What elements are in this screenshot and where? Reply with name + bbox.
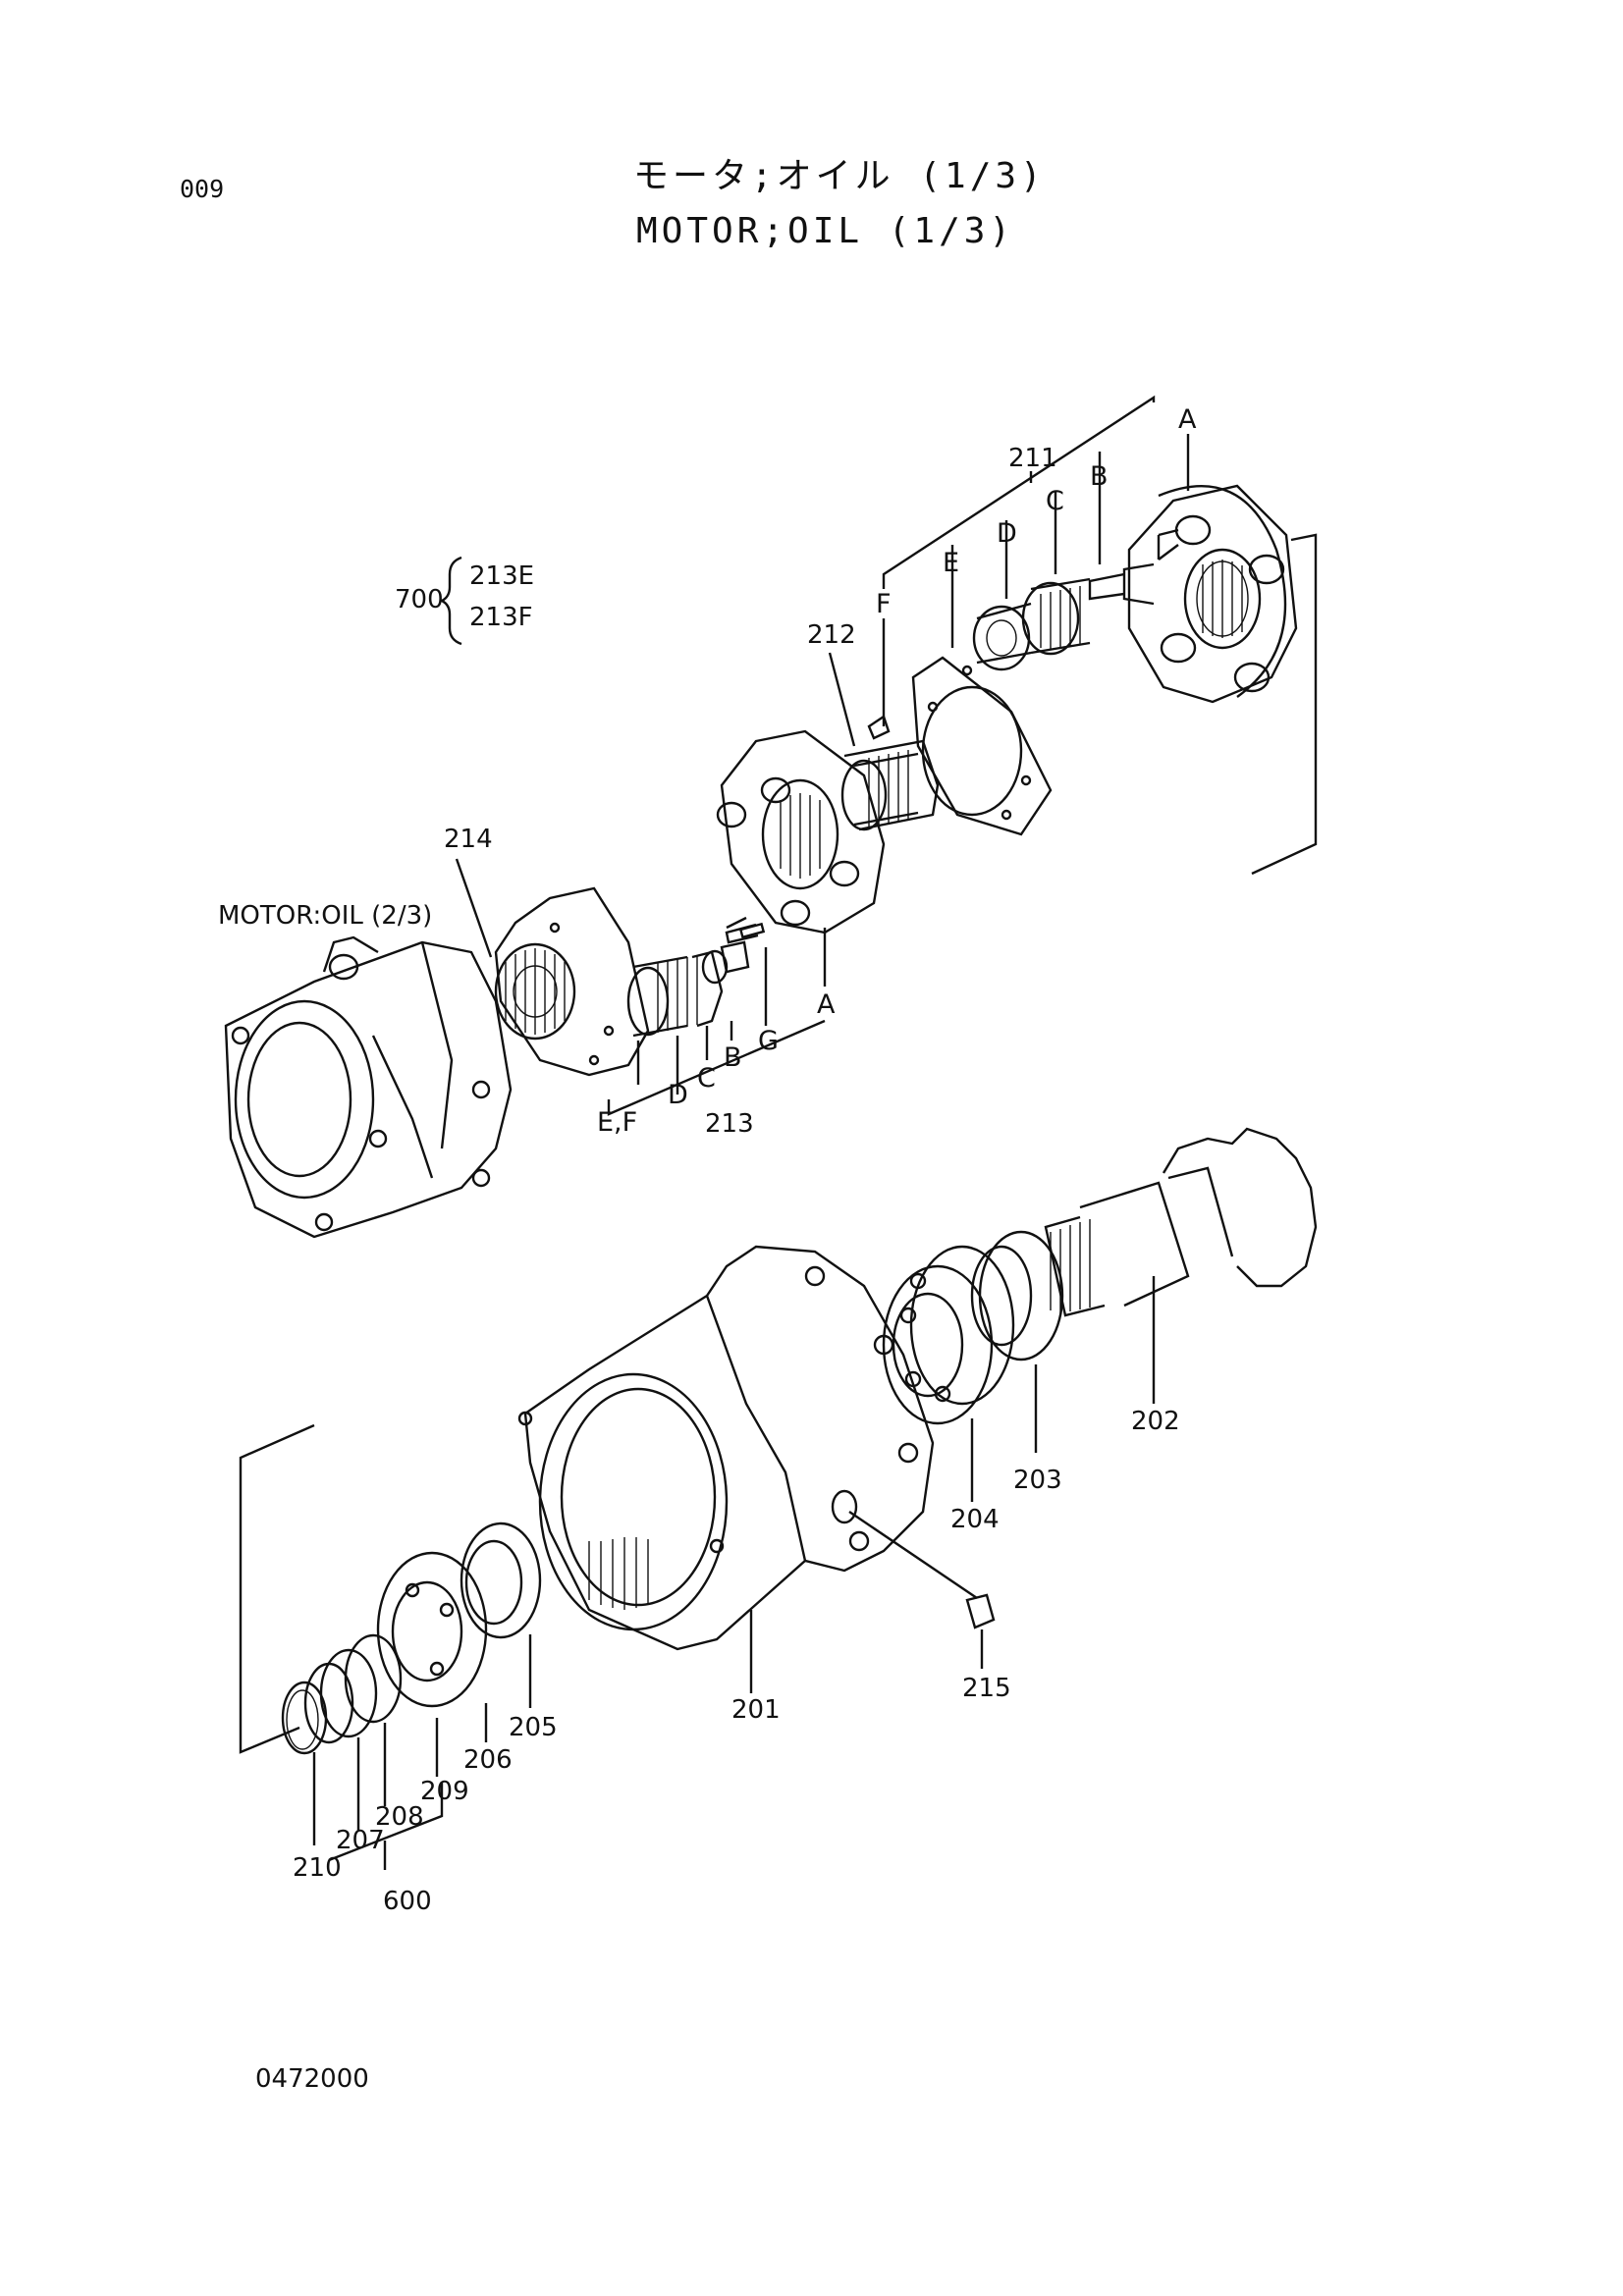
page-code: 009 (180, 175, 225, 203)
label-a-top: A (1178, 404, 1197, 435)
label-208: 208 (375, 1802, 424, 1832)
output-shaft-202-part (1044, 1127, 1318, 1317)
planet-gear-214-part (494, 886, 650, 1077)
label-207: 207 (336, 1826, 385, 1855)
kit-700-item-213f: 213F (469, 603, 533, 632)
collar-203-part (970, 1230, 1064, 1362)
leader-lines (239, 395, 1318, 1870)
thrust-plate-part (867, 656, 1053, 836)
label-c-top: C (1046, 486, 1064, 516)
label-203: 203 (1013, 1466, 1062, 1495)
label-213: 213 (705, 1109, 754, 1139)
housing-crossref-part (224, 935, 513, 1239)
label-210: 210 (293, 1853, 342, 1883)
kit-700-number: 700 (395, 585, 444, 614)
label-211: 211 (1008, 444, 1057, 473)
label-d-mid: D (668, 1080, 688, 1110)
snap-ring-210-part (281, 1681, 328, 1755)
plug-215-part (965, 1593, 996, 1629)
crossref-label: MOTOR:OIL (2/3) (218, 901, 433, 931)
label-212: 212 (807, 620, 856, 650)
label-g-mid: G (758, 1026, 779, 1056)
label-202: 202 (1131, 1407, 1180, 1436)
kit-700-item-213e: 213E (469, 561, 535, 591)
title-english: MOTOR;OIL (1/3) (636, 211, 1015, 251)
label-ef-mid: E,F (597, 1107, 638, 1138)
label-b-mid: B (724, 1042, 742, 1073)
drawing-number: 0472000 (255, 2064, 369, 2094)
label-214: 214 (444, 825, 493, 854)
title-japanese: モータ;オイル (1/3) (633, 156, 1046, 196)
label-c-mid: C (697, 1063, 716, 1094)
sun-gear-212-part (840, 739, 940, 831)
label-e-top: E (943, 548, 960, 578)
label-209: 209 (420, 1777, 469, 1806)
label-f-top: F (876, 589, 892, 619)
housing-201-part (517, 1245, 935, 1651)
label-d-top: D (997, 518, 1017, 549)
bearing-206-part (376, 1551, 488, 1708)
label-215: 215 (962, 1674, 1011, 1703)
seal-205-part (460, 1522, 542, 1639)
label-201: 201 (731, 1695, 781, 1725)
label-205: 205 (509, 1713, 558, 1742)
label-b-top: B (1090, 461, 1109, 492)
shims-207-209-part (303, 1633, 403, 1744)
label-a-mid: A (817, 989, 836, 1020)
carrier-211-part (1088, 484, 1298, 704)
label-600: 600 (383, 1887, 432, 1916)
bearing-204-part (882, 1245, 1015, 1425)
label-206: 206 (463, 1745, 513, 1775)
needle-bearing-part (972, 577, 1091, 671)
label-204: 204 (950, 1505, 1000, 1534)
carrier-213-part (716, 729, 886, 944)
bearing-213-part (626, 940, 750, 1038)
